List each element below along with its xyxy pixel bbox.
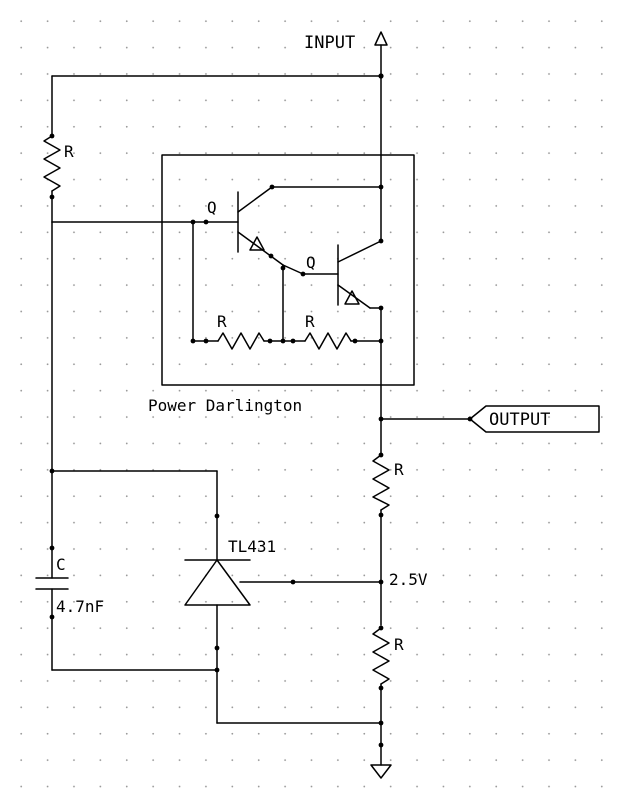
output-label: OUTPUT	[489, 410, 550, 430]
resistor-internal-1-label: R	[217, 312, 227, 331]
tl431-label: TL431	[228, 537, 276, 556]
input-label: INPUT	[304, 33, 355, 53]
ground-symbol	[370, 764, 392, 779]
capacitor-value-label: 4.7nF	[56, 597, 104, 616]
capacitor-label: C	[56, 555, 66, 574]
input-terminal: INPUT	[304, 31, 388, 77]
resistor-output-upper-label: R	[394, 460, 404, 479]
resistor-top-left: R	[43, 75, 74, 223]
resistor-internal-2-label: R	[305, 312, 315, 331]
transistor-q1: Q	[207, 184, 384, 275]
power-darlington-label: Power Darlington	[148, 396, 302, 415]
resistor-internal-2: R	[280, 312, 384, 350]
transistor-q2-label: Q	[306, 253, 316, 272]
tl431-regulator: TL431	[51, 470, 382, 724]
output-terminal: OUTPUT	[378, 405, 600, 433]
power-darlington-module: Power Darlington	[148, 154, 415, 415]
resistor-output-lower-label: R	[394, 635, 404, 654]
transistor-q1-label: Q	[207, 198, 217, 217]
transistor-q2: Q	[300, 238, 384, 311]
resistor-internal-1: R	[190, 312, 284, 350]
resistor-output-lower: R	[372, 625, 404, 691]
resistor-top-left-label: R	[64, 142, 74, 161]
capacitor: C 4.7nF	[35, 545, 104, 671]
resistor-output-upper: R	[372, 452, 404, 518]
reference-voltage-label: 2.5V	[389, 570, 428, 589]
